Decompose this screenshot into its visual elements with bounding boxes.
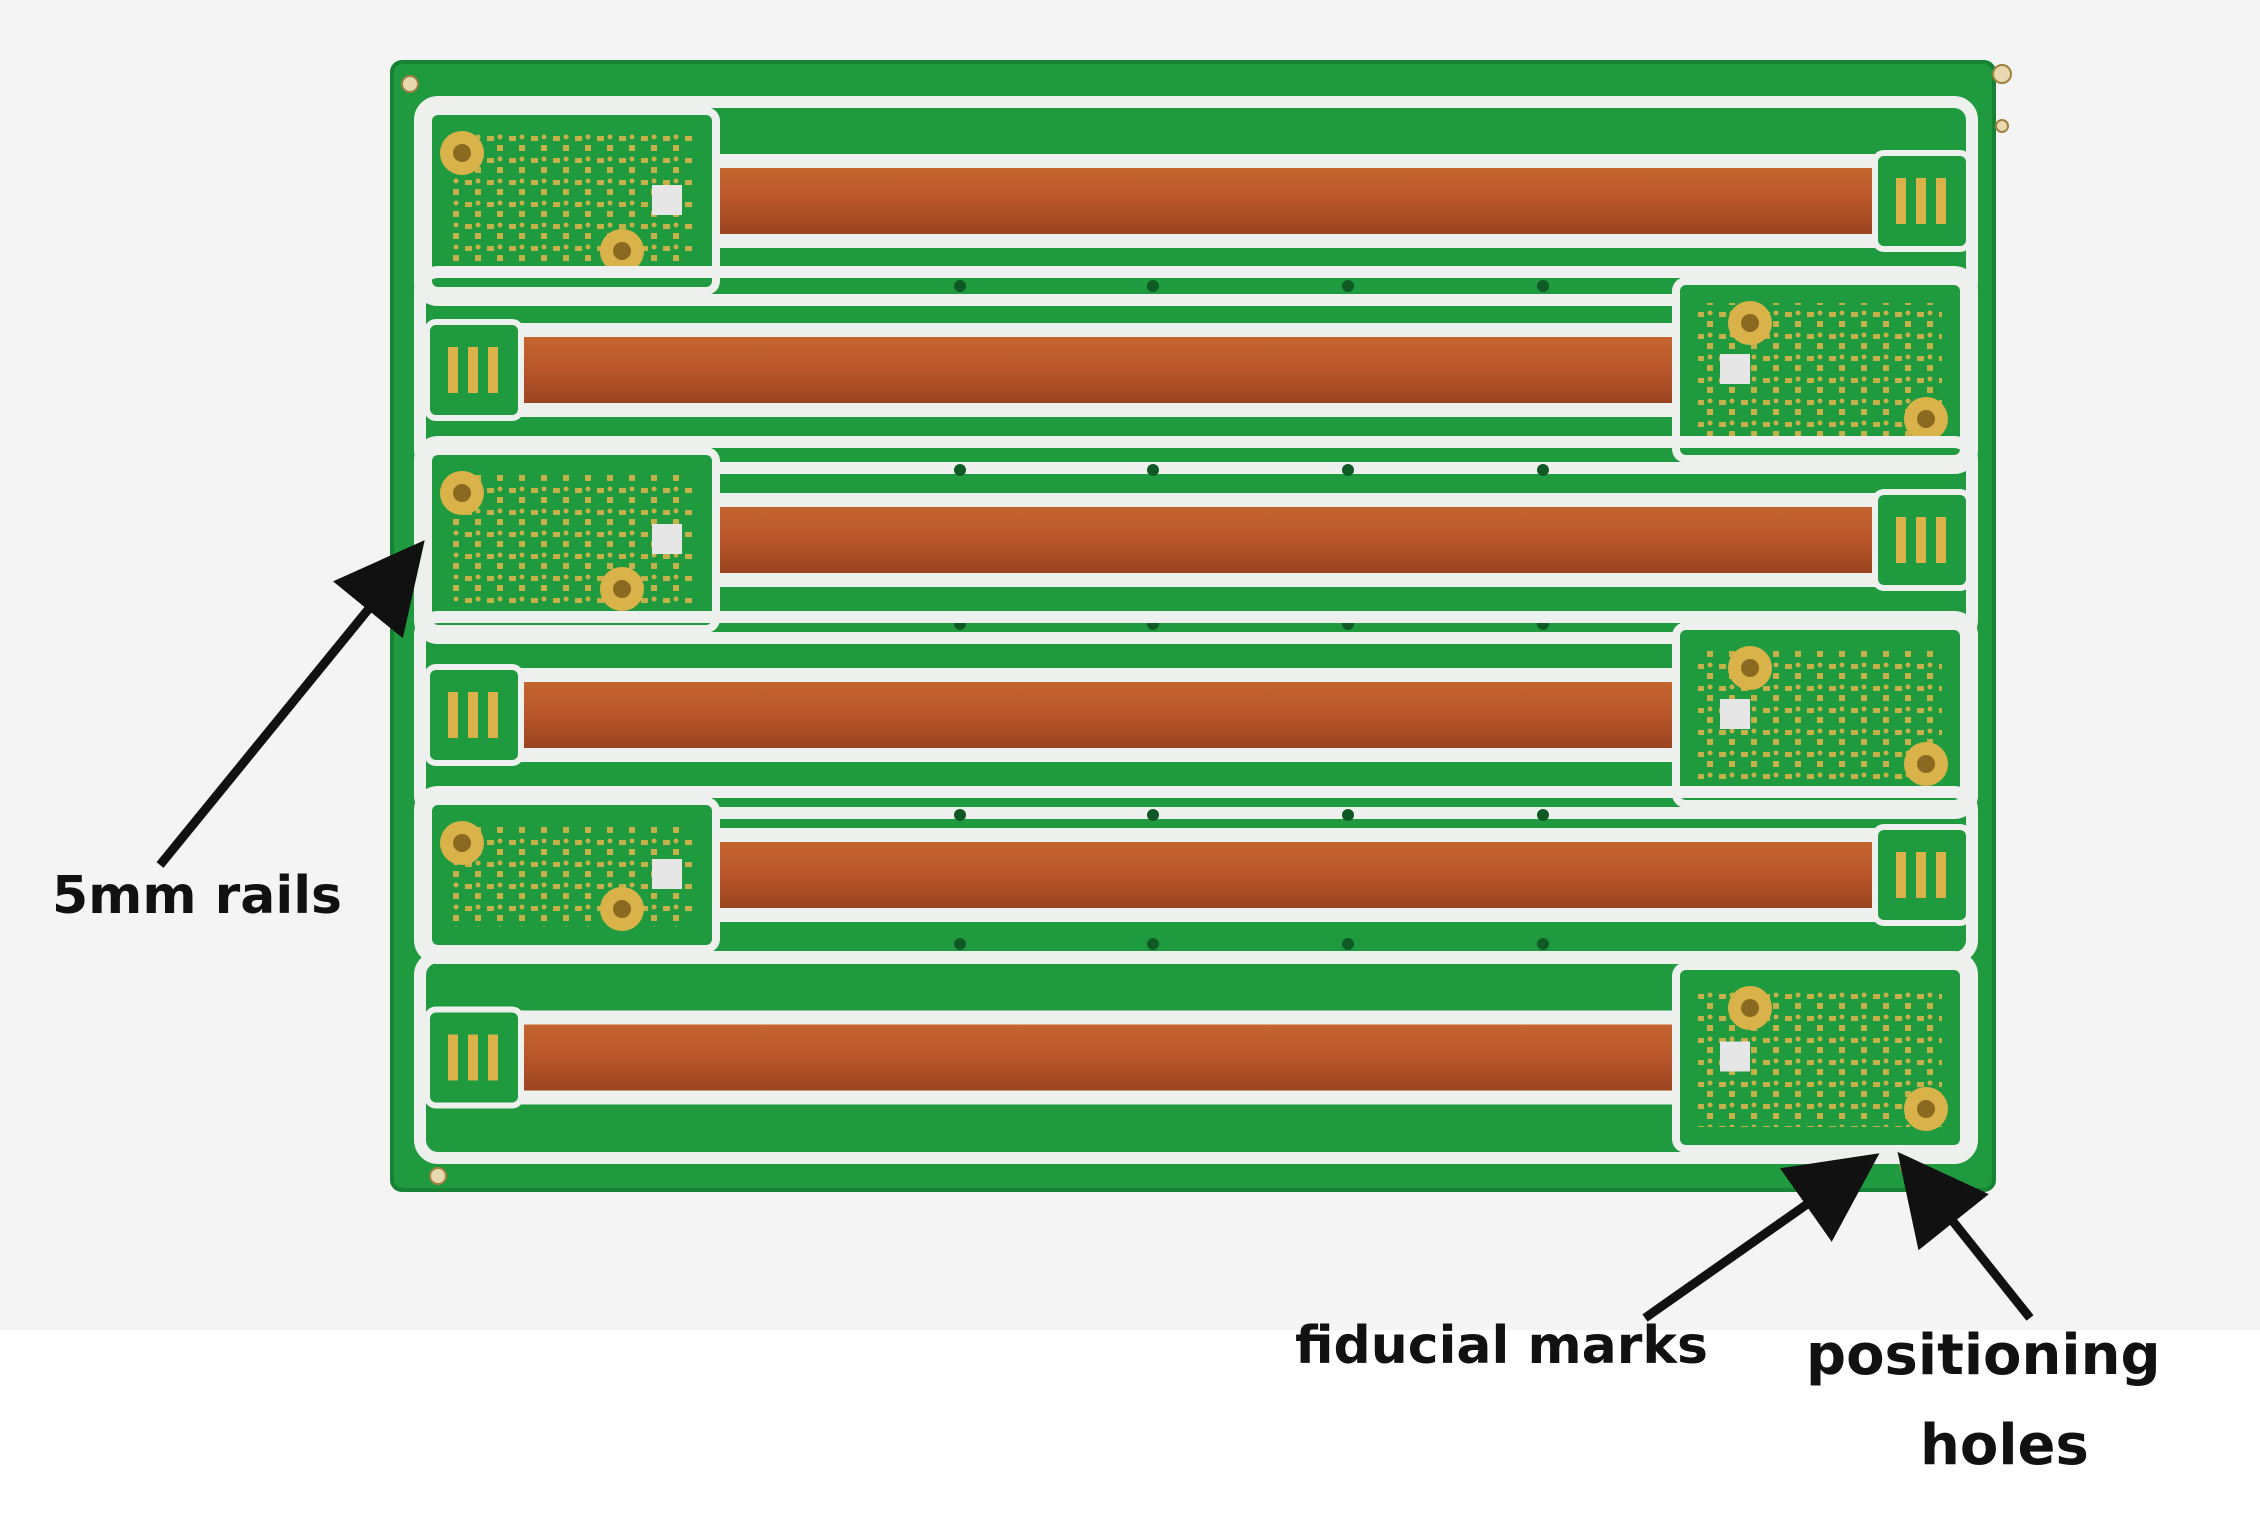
- connector-pad: [488, 692, 498, 738]
- rail-hole: [954, 464, 966, 476]
- rail-hole: [954, 809, 966, 821]
- rail-hole: [1537, 464, 1549, 476]
- mounting-hole: [453, 834, 471, 852]
- mounting-hole: [1917, 1100, 1935, 1118]
- rails-label: 5mm rails: [52, 866, 342, 926]
- routing-slot: [414, 266, 1978, 474]
- connector-pad: [1916, 178, 1926, 224]
- mounting-hole: [1917, 755, 1935, 773]
- connector-pad: [1916, 852, 1926, 898]
- rail-hole: [1147, 280, 1159, 292]
- corner-hole: [1995, 119, 2009, 133]
- connector-pad: [488, 1034, 498, 1081]
- fiducial-label: fiducial marks: [1295, 1316, 1708, 1376]
- corner-hole: [401, 75, 419, 93]
- positioning-arrow: [1897, 1151, 2034, 1321]
- label-square: [652, 859, 682, 889]
- mounting-hole: [453, 484, 471, 502]
- connector-pad: [1936, 178, 1946, 224]
- connector-pad: [488, 347, 498, 393]
- connector-pad: [448, 692, 458, 738]
- rail-hole: [1147, 464, 1159, 476]
- mounting-hole: [453, 144, 471, 162]
- routing-slot: [414, 951, 1978, 1164]
- rail-hole: [1147, 809, 1159, 821]
- connector-pad: [1936, 517, 1946, 563]
- rail-hole: [954, 938, 966, 950]
- connector-pad: [448, 347, 458, 393]
- connector-pad: [448, 1034, 458, 1081]
- rails-arrow: [156, 540, 425, 868]
- connector-pad: [468, 692, 478, 738]
- mounting-hole: [1741, 999, 1759, 1017]
- rail-hole: [954, 280, 966, 292]
- mounting-hole: [613, 242, 631, 260]
- positioning-label: positioning: [1806, 1323, 2161, 1388]
- connector-pad: [1896, 852, 1906, 898]
- flex-circuit: [508, 1024, 1692, 1091]
- connector-pad: [468, 1034, 478, 1081]
- mounting-hole: [1741, 659, 1759, 677]
- mounting-hole: [1741, 314, 1759, 332]
- corner-hole: [1992, 64, 2012, 84]
- routing-slot: [414, 611, 1978, 819]
- rail-hole: [1147, 938, 1159, 950]
- rail-hole: [1342, 809, 1354, 821]
- corner-hole: [429, 1167, 447, 1185]
- flex-circuit: [700, 842, 1884, 908]
- holes-label: holes: [1920, 1413, 2089, 1478]
- rail-hole: [1342, 938, 1354, 950]
- connector-pad: [1896, 178, 1906, 224]
- connector-pad: [1916, 517, 1926, 563]
- mounting-hole: [613, 900, 631, 918]
- mounting-hole: [613, 580, 631, 598]
- flex-circuit: [700, 507, 1884, 573]
- fiducial-arrow: [1642, 1153, 1880, 1322]
- rail-hole: [1342, 464, 1354, 476]
- mounting-hole: [1917, 410, 1935, 428]
- rail-hole: [1537, 280, 1549, 292]
- rail-hole: [1342, 280, 1354, 292]
- connector-pad: [468, 347, 478, 393]
- rail-hole: [1537, 809, 1549, 821]
- connector-pad: [1896, 517, 1906, 563]
- label-square: [1720, 1041, 1750, 1072]
- label-square: [1720, 354, 1750, 384]
- rail-hole: [1537, 938, 1549, 950]
- flex-circuit: [508, 682, 1692, 748]
- flex-circuit: [508, 337, 1692, 403]
- connector-pad: [1936, 852, 1946, 898]
- flex-circuit: [700, 168, 1884, 234]
- label-square: [1720, 699, 1750, 729]
- flex-circuit-rows: [414, 96, 1978, 1164]
- label-square: [652, 185, 682, 215]
- label-square: [652, 524, 682, 554]
